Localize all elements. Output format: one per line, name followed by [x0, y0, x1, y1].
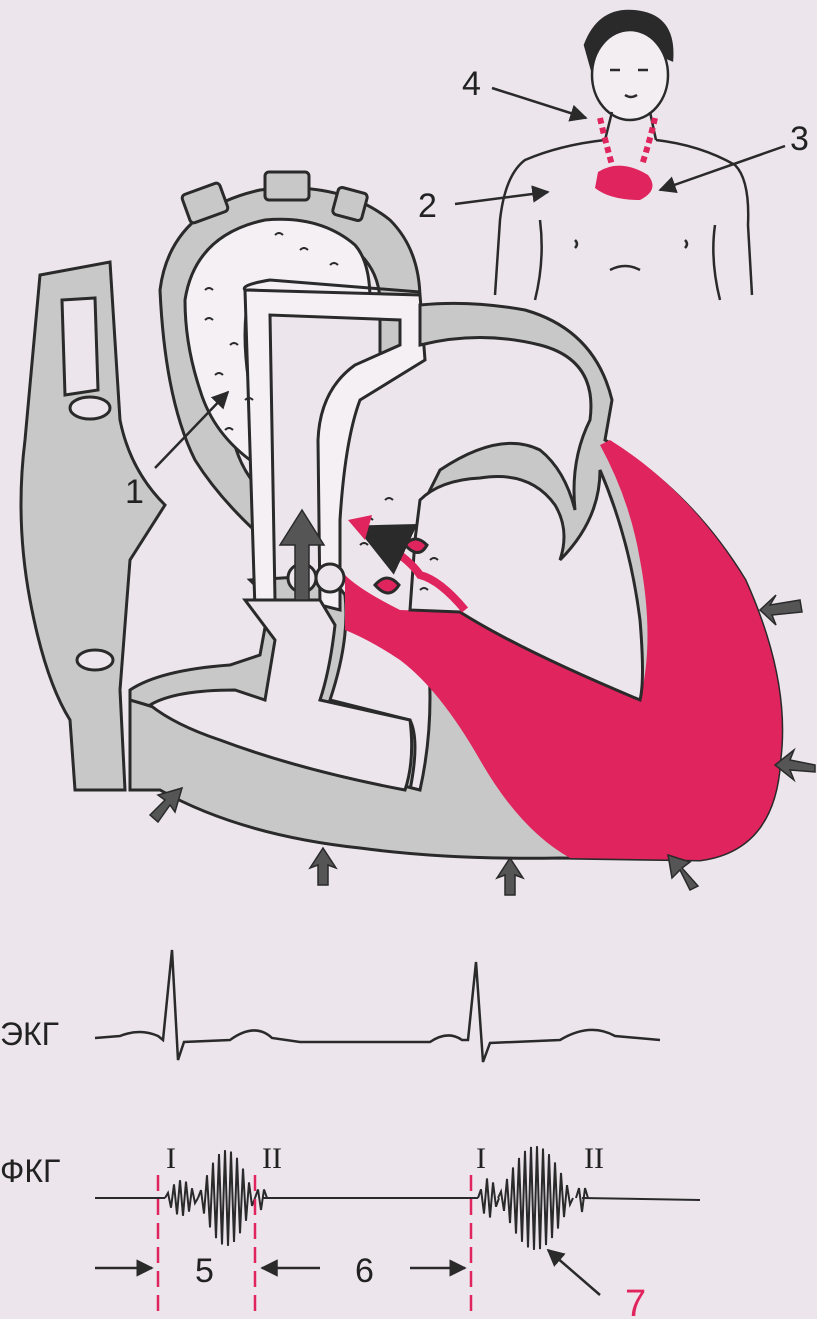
tone-second-label: II: [584, 1142, 604, 1175]
tone-first-label: I: [166, 1142, 176, 1175]
pcg-burst: [198, 1150, 255, 1246]
pcg-burst: [498, 1146, 573, 1250]
pcg-burst: [255, 1190, 267, 1211]
heart-cross-section: [21, 172, 782, 860]
pcg-burst: [576, 1188, 588, 1212]
arrow-icon: [310, 848, 336, 885]
label-7: 7: [625, 1283, 646, 1319]
label-1: 1: [125, 473, 144, 511]
label-6: 6: [355, 1252, 374, 1290]
pcg-label: ФКГ: [0, 1153, 60, 1189]
person-torso-sketch: [495, 11, 752, 300]
arrow-icon: [760, 595, 802, 625]
ecg-label: ЭКГ: [0, 1016, 59, 1052]
label-3: 3: [790, 120, 809, 158]
label-2: 2: [418, 187, 437, 225]
arrow-icon: [150, 788, 182, 822]
person-heart: [595, 118, 655, 200]
pcg-burst: [165, 1180, 198, 1216]
tone-second-label: II: [262, 1142, 282, 1175]
label-4: 4: [462, 65, 481, 103]
ecg-trace: [95, 950, 660, 1062]
pcg-baseline: [95, 1198, 700, 1200]
label-5: 5: [195, 1252, 214, 1290]
interval-arrows: [95, 1250, 600, 1295]
pcg-burst: [478, 1179, 499, 1218]
tone-first-label: I: [476, 1142, 486, 1175]
arrow-icon: [497, 858, 523, 895]
